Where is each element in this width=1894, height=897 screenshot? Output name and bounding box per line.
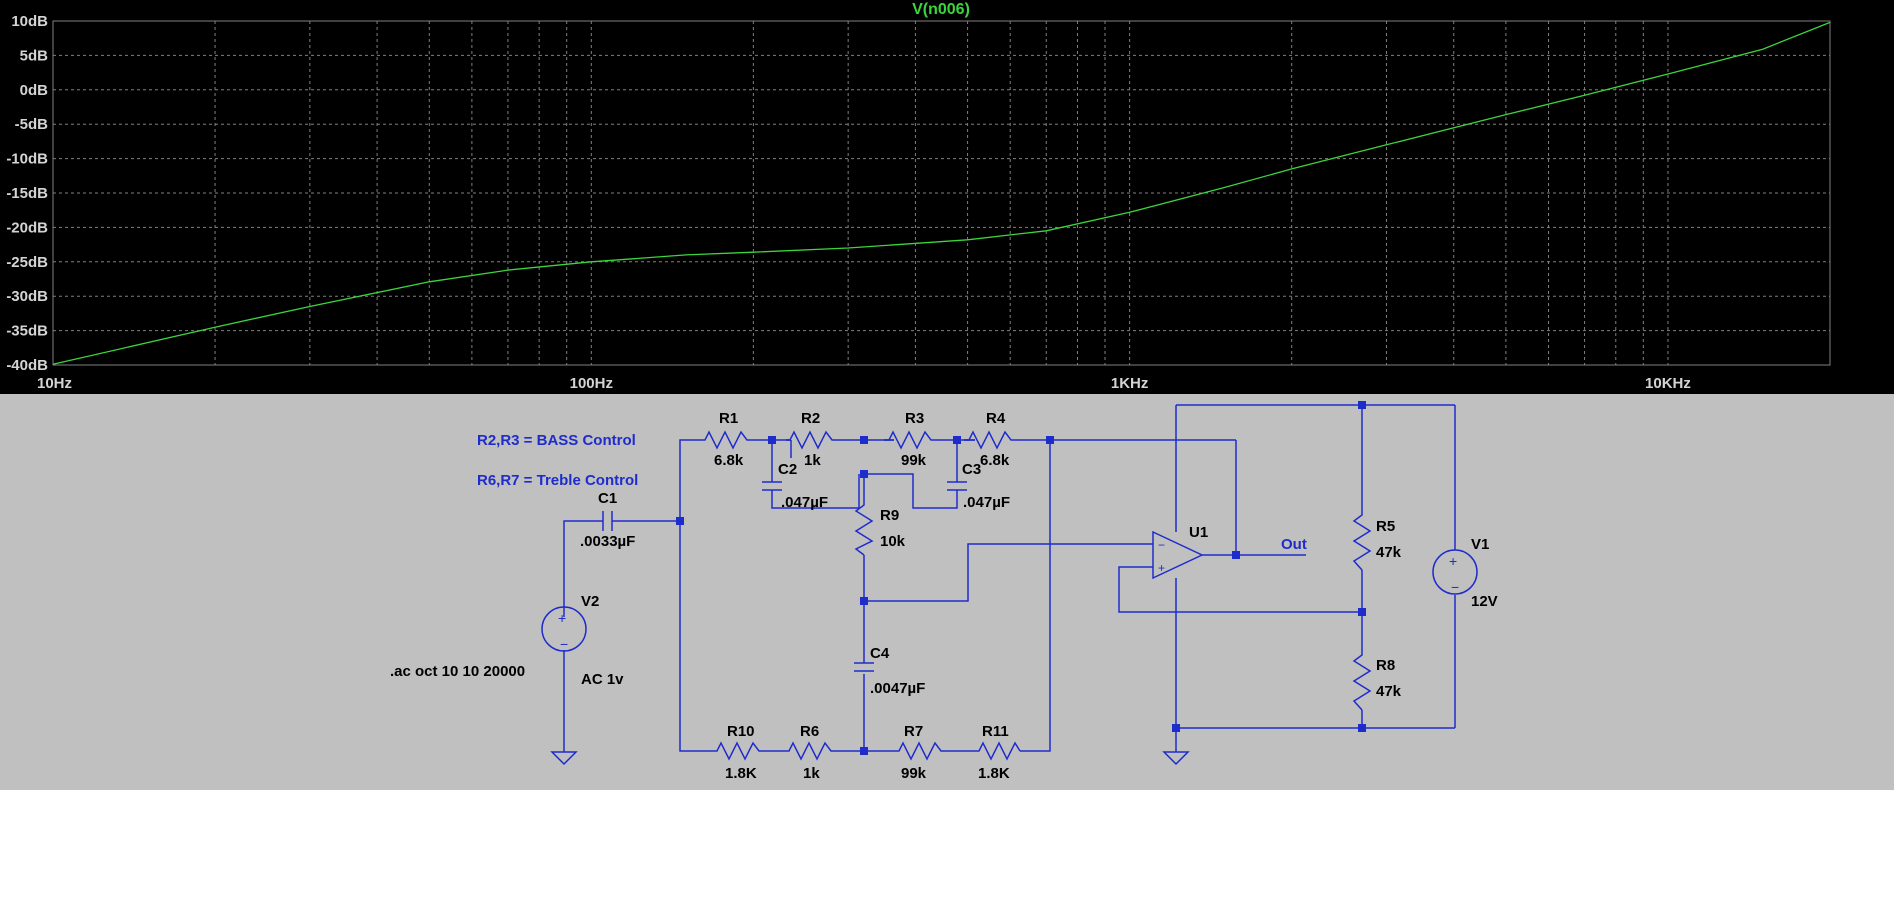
r3-ref: R3: [905, 410, 924, 427]
y-tick-label[interactable]: -5dB: [15, 116, 49, 133]
resistor-r2[interactable]: R2 1k: [786, 410, 836, 469]
y-tick-label[interactable]: 0dB: [20, 82, 49, 99]
x-axis: 10Hz 100Hz 1KHz 10KHz: [37, 375, 1691, 392]
resistor-r8[interactable]: R8 47k: [1352, 650, 1402, 711]
y-axis: 10dB 5dB 0dB -5dB -10dB -15dB -20dB -25dB -30dB -…: [6, 13, 48, 374]
r3-value: 99k: [901, 452, 927, 469]
y-tick-label[interactable]: -25dB: [6, 254, 48, 271]
v1-value: 12V: [1471, 593, 1498, 610]
ground-symbol-u1: [1162, 728, 1190, 766]
r9-ref: R9: [880, 507, 899, 524]
schematic-canvas[interactable]: R2,R3 = BASS Control R6,R7 = Treble Cont…: [0, 394, 1894, 790]
x-tick-label[interactable]: 10Hz: [37, 375, 72, 392]
trace-title[interactable]: V(n006): [912, 1, 970, 18]
r1-ref: R1: [719, 410, 738, 427]
v1-ref: V1: [1471, 536, 1489, 553]
voltage-source-v1[interactable]: + − V1 12V: [1432, 536, 1498, 610]
v2-value: AC 1v: [581, 671, 624, 688]
ac-analysis-directive[interactable]: .ac oct 10 10 20000: [390, 663, 525, 680]
r9-value: 10k: [880, 533, 906, 550]
x-tick-label[interactable]: 1KHz: [1111, 375, 1149, 392]
y-tick-label[interactable]: -40dB: [6, 357, 48, 374]
plot-grid: [52, 20, 1831, 366]
r1-value: 6.8k: [714, 452, 744, 469]
resistor-r1[interactable]: R1 6.8k: [700, 410, 752, 469]
resistor-r6[interactable]: R6 1k: [784, 723, 836, 782]
r4-ref: R4: [986, 410, 1006, 427]
r11-value: 1.8K: [978, 765, 1010, 782]
r10-value: 1.8K: [725, 765, 757, 782]
capacitor-c1[interactable]: C1 .0033µF: [580, 490, 635, 550]
r7-value: 99k: [901, 765, 927, 782]
treble-control-note[interactable]: R6,R7 = Treble Control: [477, 472, 638, 489]
y-tick-label[interactable]: -30dB: [6, 288, 48, 305]
r7-ref: R7: [904, 723, 923, 740]
x-tick-label[interactable]: 10KHz: [1645, 375, 1691, 392]
r10-ref: R10: [727, 723, 755, 740]
x-tick-label[interactable]: 100Hz: [570, 375, 613, 392]
plus-icon: +: [1449, 553, 1457, 569]
r11-ref: R11: [982, 723, 1009, 740]
c1-value: .0033µF: [580, 533, 635, 550]
r8-value: 47k: [1376, 683, 1402, 700]
y-tick-label[interactable]: 5dB: [20, 47, 49, 64]
r2-ref: R2: [801, 410, 820, 427]
plot-frame: [52, 20, 1831, 366]
y-tick-label[interactable]: -20dB: [6, 219, 48, 236]
r6-ref: R6: [800, 723, 819, 740]
resistor-r11[interactable]: R11 1.8K: [974, 723, 1021, 782]
c4-value: .0047µF: [870, 680, 925, 697]
c1-ref: C1: [598, 490, 617, 507]
resistor-r4[interactable]: R4 6.8k: [964, 410, 1018, 469]
resistor-r7[interactable]: R7 99k: [894, 723, 946, 782]
junction-dots: [676, 401, 1366, 755]
y-tick-label[interactable]: -35dB: [6, 323, 48, 340]
minus-icon: −: [1451, 579, 1459, 595]
c2-ref: C2: [778, 461, 797, 478]
y-tick-label[interactable]: -10dB: [6, 151, 48, 168]
c4-ref: C4: [870, 645, 890, 662]
r5-ref: R5: [1376, 518, 1395, 535]
resistor-r3[interactable]: R3 99k: [884, 410, 932, 469]
r5-value: 47k: [1376, 544, 1402, 561]
waveform-plot[interactable]: 10dB 5dB 0dB -5dB -10dB -15dB -20dB -25dB -30dB -…: [0, 0, 1894, 394]
trace-line-vn006: [52, 21, 1831, 365]
wires[interactable]: [563, 404, 1456, 752]
resistor-r5[interactable]: R5 47k: [1352, 510, 1402, 571]
c3-ref: C3: [962, 461, 981, 478]
out-net-label[interactable]: Out: [1281, 536, 1307, 553]
r8-ref: R8: [1376, 657, 1395, 674]
ground-symbol-v2: [550, 751, 578, 766]
r4-value: 6.8k: [980, 452, 1010, 469]
capacitor-c2[interactable]: C2 .047µF: [762, 461, 828, 511]
c3-value: .047µF: [963, 494, 1010, 511]
capacitor-c4[interactable]: C4 .0047µF: [854, 645, 925, 697]
plus-icon: +: [1158, 561, 1165, 575]
r2-value: 1k: [804, 452, 821, 469]
resistor-r9[interactable]: R9 10k: [854, 500, 906, 556]
voltage-source-v2[interactable]: + − V2 AC 1v: [541, 593, 624, 688]
y-tick-label[interactable]: -15dB: [6, 185, 48, 202]
opamp-u1[interactable]: − + U1: [1152, 524, 1208, 580]
minus-icon: −: [560, 636, 568, 652]
u1-ref: U1: [1189, 524, 1208, 541]
capacitor-c3[interactable]: C3 .047µF: [947, 461, 1010, 511]
c2-value: .047µF: [781, 494, 828, 511]
bass-control-note[interactable]: R2,R3 = BASS Control: [477, 432, 636, 449]
empty-area: [0, 790, 1894, 897]
schematic-editor-pane[interactable]: R2,R3 = BASS Control R6,R7 = Treble Cont…: [0, 394, 1894, 790]
v2-ref: V2: [581, 593, 599, 610]
waveform-plot-pane[interactable]: 10dB 5dB 0dB -5dB -10dB -15dB -20dB -25dB -30dB -…: [0, 0, 1894, 394]
resistor-r10[interactable]: R10 1.8K: [712, 723, 766, 782]
minus-icon: −: [1158, 538, 1165, 552]
y-tick-label[interactable]: 10dB: [11, 13, 48, 30]
r6-value: 1k: [803, 765, 820, 782]
plus-icon: +: [558, 610, 566, 626]
